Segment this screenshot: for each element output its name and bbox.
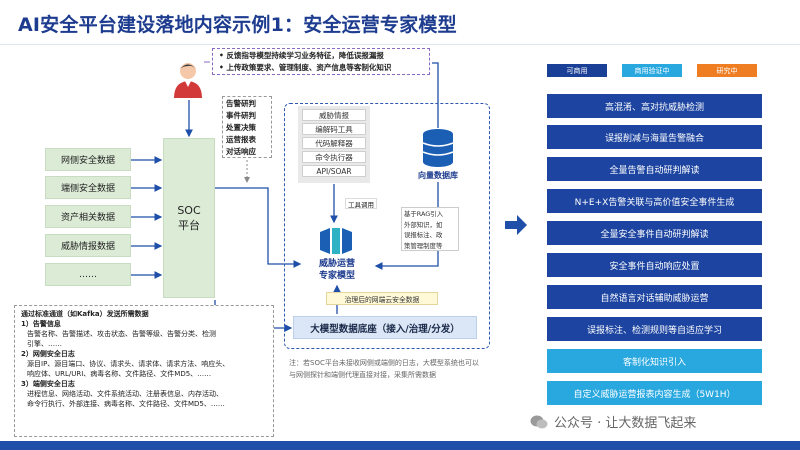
- analysis-task: 处置决策: [226, 123, 256, 132]
- rag-line: 误报标注、政: [404, 231, 443, 239]
- tool-item: 命令执行器: [302, 151, 366, 163]
- capability-item: 高混淆、高对抗威胁检测: [547, 94, 762, 118]
- data-source-endpoint: 端侧安全数据: [45, 176, 131, 199]
- kafka-section-title: 3）端侧安全日志: [21, 380, 75, 388]
- legend-commercial: 可商用: [547, 64, 607, 77]
- vector-db-label: 向量数据库: [418, 171, 458, 180]
- tools-panel: 威胁情报 编解码工具 代码解释器 命令执行器 API/SOAR: [298, 106, 370, 183]
- feedback-item: • 上传政策要求、管理制度、资产信息等客制化知识: [219, 63, 392, 72]
- rag-line: 基于RAG引入: [404, 210, 443, 218]
- watermark: 公众号 · 让大数据飞起来: [530, 412, 696, 431]
- chevron-right-icon: [505, 215, 527, 235]
- kafka-heading: 通过标准通道（如Kafka）发送所需数据: [21, 310, 149, 318]
- data-source-more: ……: [45, 263, 131, 286]
- data-source-asset: 资产相关数据: [45, 205, 131, 228]
- analysis-task: 告警研判: [226, 99, 256, 108]
- rag-line: 策管理制度等: [404, 241, 443, 250]
- kafka-section-item: 引擎、……: [27, 340, 62, 348]
- tool-item: 代码解释器: [302, 137, 366, 149]
- soc-platform: SOC 平台: [163, 138, 215, 298]
- capability-item: 自定义威胁运营报表内容生成（5W1H）: [547, 381, 762, 405]
- tool-item: 编解码工具: [302, 123, 366, 135]
- capability-item: 自然语言对话辅助威胁运营: [547, 285, 762, 309]
- feedback-item: • 反馈指导模型持续学习业务特征，降低误报漏报: [219, 51, 384, 60]
- analysis-task: 运营报表: [226, 135, 256, 144]
- model-system-region: [284, 103, 490, 349]
- kafka-data-note: 通过标准通道（如Kafka）发送所需数据 1）告警信息 告警名称、告警描述、攻击…: [14, 305, 274, 437]
- soc-label: SOC: [177, 204, 201, 217]
- expert-model-line: 专家模型: [318, 271, 355, 281]
- model-logo-icon: [320, 228, 352, 254]
- soc-label: 平台: [178, 219, 200, 232]
- analysis-task: 对话响应: [226, 147, 256, 156]
- expert-model-label: 威胁运营 专家模型: [302, 258, 372, 282]
- kafka-section-title: 1）告警信息: [21, 320, 61, 328]
- analysis-tasks: 告警研判 事件研判 处置决策 运营报表 对话响应: [222, 96, 272, 158]
- governed-data-label: 治理后的网端云安全数据: [326, 292, 438, 305]
- capability-item: 客制化知识引入: [547, 349, 762, 373]
- analyst-user-icon: [174, 63, 202, 98]
- bottom-accent-bar: [0, 441, 800, 450]
- tool-item: 威胁情报: [302, 109, 366, 121]
- wechat-icon: [530, 415, 548, 428]
- capability-item: 误报削减与海量告警融合: [547, 125, 762, 149]
- rag-note: 基于RAG引入 外部知识，如 误报标注、政 策管理制度等: [401, 207, 459, 251]
- page-title: AI安全平台建设落地内容示例1：安全运营专家模型: [18, 14, 457, 36]
- watermark-text: 公众号 · 让大数据飞起来: [554, 416, 697, 431]
- kafka-section-item: 源目IP、源目端口、协议、请求头、请求体、请求方法、响应头、: [27, 360, 230, 368]
- capability-item: N+E+X告警关联与高价值安全事件生成: [547, 189, 762, 213]
- footnote: 注：若SOC平台未接收网侧或端侧的日志，大模型系统也可以与网侧探针和端侧代理直接…: [289, 359, 479, 379]
- legend-validating: 商用验证中: [622, 64, 682, 77]
- data-source-network: 网侧安全数据: [45, 148, 131, 171]
- data-source-threat-intel: 威胁情报数据: [45, 234, 131, 257]
- vector-database-icon: [422, 129, 454, 167]
- title-divider: [0, 44, 800, 45]
- feedback-note: • 反馈指导模型持续学习业务特征，降低误报漏报 • 上传政策要求、管理制度、资产…: [212, 48, 430, 75]
- tool-call-label: 工具调用: [345, 198, 377, 209]
- analysis-task: 事件研判: [226, 111, 256, 120]
- kafka-section-item: 响应体、URL/URI、病毒名称、文件路径、文件MD5、……: [27, 370, 212, 378]
- tool-item: API/SOAR: [302, 165, 366, 177]
- capability-item: 安全事件自动响应处置: [547, 253, 762, 277]
- kafka-section-item: 命令行执行、外部连接、病毒名称、文件路径、文件MD5、……: [27, 400, 225, 408]
- kafka-section-item: 告警名称、告警描述、攻击状态、告警等级、告警分类、检测: [27, 330, 216, 338]
- capability-item: 全量安全事件自动研判解读: [547, 221, 762, 245]
- expert-model-line: 威胁运营: [318, 259, 355, 269]
- data-foundation-bar: 大模型数据底座（接入/治理/分发）: [293, 316, 477, 339]
- kafka-section-item: 进程信息、网络活动、文件系统活动、注册表信息、内存活动、: [27, 390, 223, 398]
- legend-research: 研究中: [697, 64, 757, 77]
- rag-line: 外部知识，如: [404, 220, 443, 229]
- kafka-section-title: 2）网侧安全日志: [21, 350, 75, 358]
- capability-item: 误报标注、检测规则等自适应学习: [547, 317, 762, 341]
- capability-item: 全量告警自动研判解读: [547, 157, 762, 181]
